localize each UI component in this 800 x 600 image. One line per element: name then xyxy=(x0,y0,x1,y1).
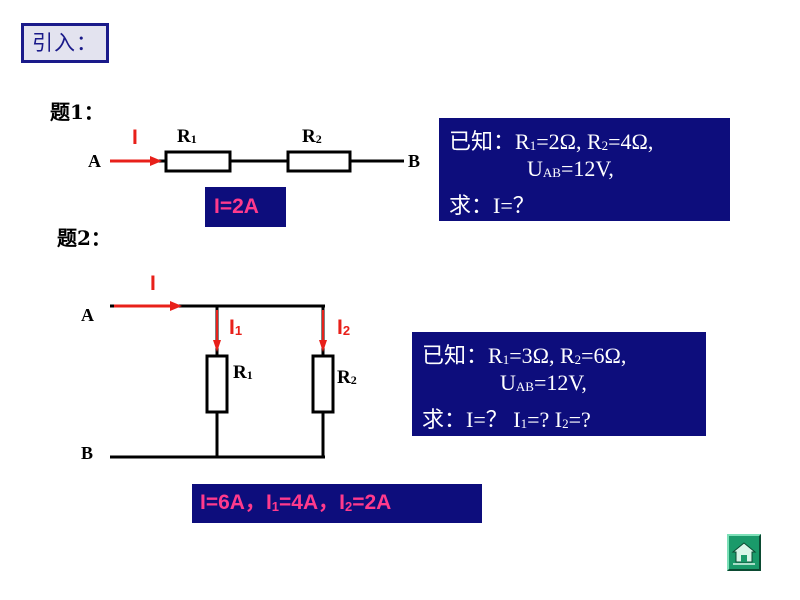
intro-label: 引入： xyxy=(21,23,109,63)
p2-i2-label: I2 xyxy=(337,316,351,339)
p1-given-line3: 求：I=？ xyxy=(449,193,535,218)
p2-terminal-a: A xyxy=(81,305,94,325)
p2-given-line2: UAB=12V, xyxy=(500,370,587,395)
p2-r2-label: R2 xyxy=(337,367,357,388)
p1-given-line1: 已知：R1=2Ω, R2=4Ω, xyxy=(449,129,654,154)
home-icon xyxy=(731,542,757,565)
p1-resistor-r1 xyxy=(164,150,232,173)
p2-current-arrow-i2 xyxy=(319,310,327,352)
p1-current-arrow xyxy=(110,156,162,166)
home-button[interactable] xyxy=(727,534,761,571)
p1-r1-label: R1 xyxy=(177,126,197,147)
problem2-circuit xyxy=(110,304,335,459)
p1-current-label: I xyxy=(132,126,138,149)
p1-given-box: 已知：R1=2Ω, R2=4Ω, UAB=12V, 求：I=？ xyxy=(439,118,730,221)
p2-i1-label: I1 xyxy=(229,316,243,339)
p2-current-arrow-main xyxy=(114,301,182,311)
problem2-title: 题2： xyxy=(57,226,111,250)
p2-resistor-r2 xyxy=(311,354,335,414)
p1-terminal-b: B xyxy=(408,151,421,171)
p2-terminal-b: B xyxy=(81,443,94,463)
p2-given-box: 已知：R1=3Ω, R2=6Ω, UAB=12V, 求：I=？ I1=? I2=… xyxy=(412,332,706,436)
p2-current-label: I xyxy=(150,272,156,295)
p1-given-line2: UAB=12V, xyxy=(527,156,614,181)
p1-terminal-a: A xyxy=(88,151,101,171)
p2-current-arrow-i1 xyxy=(213,310,221,352)
p2-given-line1: 已知：R1=3Ω, R2=6Ω, xyxy=(422,343,627,368)
p2-answer: I=6A，I1=4A，I2=2A xyxy=(192,484,482,523)
p2-given-line3: 求：I=？ I1=? I2=? xyxy=(422,407,591,432)
p1-r2-label: R2 xyxy=(302,126,322,147)
problem1-title: 题1： xyxy=(50,100,104,124)
p2-resistor-r1 xyxy=(205,354,229,414)
p2-r1-label: R1 xyxy=(233,362,253,383)
p1-resistor-r2 xyxy=(286,150,352,173)
p1-answer: I=2A xyxy=(205,187,286,227)
